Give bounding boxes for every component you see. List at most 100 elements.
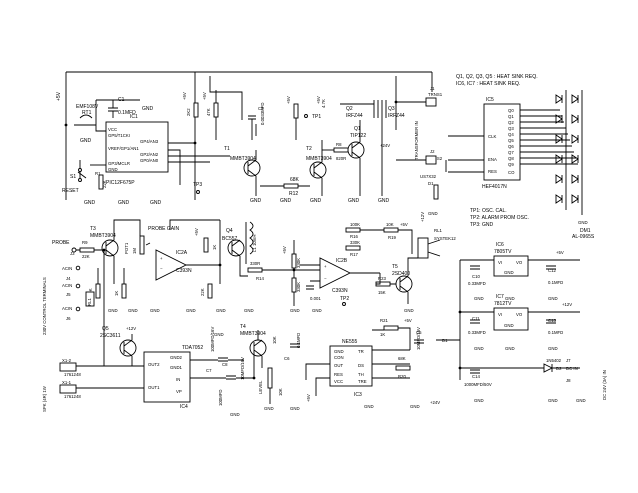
inductor-label: L1 10mH (252, 235, 257, 252)
c6-gnd: GND (290, 406, 300, 411)
gnd-b: GND (128, 308, 138, 313)
c13-label: C13 (548, 318, 556, 323)
acin-3: ACIN (62, 306, 72, 311)
ic7-gnd-b: GND (505, 346, 515, 351)
t2-gnd-2: GND (310, 198, 322, 204)
c13-value: 0.1MFD (548, 330, 563, 335)
q5-supply: +12V (126, 326, 136, 331)
note-tp1: TP1: OSC. CAL. (470, 208, 507, 214)
probe-label: PROBE (52, 240, 70, 246)
q3-gnd: GND (378, 198, 390, 204)
ic5-q1: Q1 (508, 114, 514, 119)
ic4-out1: OUT1 (148, 385, 160, 390)
acin-1: ACIN (62, 266, 72, 271)
t3-part: MMBT3904 (90, 233, 116, 239)
r5-r6-resistors: 2K2 +5V 47K +5V (182, 76, 243, 140)
c11-value: 0.33MFD (468, 330, 486, 335)
r14-value: 330R (250, 261, 260, 266)
spk-label: SPK (4R) 1W (42, 385, 47, 412)
c4-value: 0.001 (310, 296, 321, 301)
note-tp3: TP3: GND (470, 222, 493, 228)
q2-part: IRFZ44 (346, 113, 363, 119)
c9-value: 100MFD (218, 390, 223, 406)
r9-value: 22K (82, 254, 90, 259)
ic5-q9: Q9 (508, 162, 514, 167)
d1-diode: US7X32 D1 GND (420, 174, 439, 216)
ic5-label: IC5 (486, 97, 494, 103)
ic4-audio-amp: TDA7052 OUT2 GND2 GND1 OUT1 IN VP IC4 (104, 345, 203, 410)
r16-value: 330K (350, 240, 360, 245)
t5-part: 2SD400 (392, 271, 410, 277)
ic1-part: PIC12F675P (106, 180, 135, 186)
gnd-d: GND (186, 308, 196, 313)
c12-value: 0.1MFD (548, 280, 563, 285)
ic3-con: CON (334, 355, 344, 360)
dc-gnd-b: GND (548, 398, 558, 403)
ic3-gnd-2: GND (364, 404, 374, 409)
dc-gnd-c: GND (576, 398, 586, 403)
ic1-microcontroller: IC1 VCC GP5/T1CKI GP4/AN3 VREF/GP1/AN1 G… (90, 100, 230, 186)
q5-label: Q5 (102, 326, 109, 332)
led-ladder: DM1 AL-0965S GND (520, 90, 595, 240)
ic3-out: OUT (334, 363, 343, 368)
c5-value: 10MFD/16V (416, 327, 421, 350)
r11b-value: 1K (114, 291, 119, 296)
r19-supply: +5V (400, 222, 408, 227)
rl1-coil-label: RL1 (87, 298, 92, 306)
ic5-q2: Q2 (508, 120, 514, 125)
ic3-label: IC3 (354, 392, 362, 398)
reset-gnd: GND (84, 200, 96, 206)
ic2a-comparator: − + IC2A C393N (155, 219, 220, 281)
t5-gnd: GND (404, 308, 414, 313)
tp2-label: TP2 (340, 296, 349, 302)
ic3-passives: R21 1K +5V 68K R20 10MFD/16V C5 D1 +5V G… (306, 318, 448, 409)
q5-transistor: Q5 2SC3611 +12V (100, 326, 137, 357)
c1-gnd: GND (142, 106, 154, 112)
q1-supply: +24V (380, 143, 390, 148)
note-tp2: TP2: ALARM PROM OSC. (470, 215, 529, 221)
junctions (64, 100, 462, 380)
ic7-gnd: GND (504, 323, 514, 328)
q4-label: Q4 (226, 228, 233, 234)
t2-gnd: GND (280, 198, 292, 204)
c6-value: 0.1MFD (296, 333, 301, 348)
ic5-q8: Q8 (508, 156, 514, 161)
c14-label: C14 (472, 374, 480, 379)
q4-transistor: +5V 1K Q4 BC557 (194, 228, 245, 257)
r15b-value: 330K (296, 282, 301, 292)
ic1-pin-gp5: GP5/T1CKI (108, 133, 130, 138)
c10-label: C10 (472, 274, 480, 279)
ic5-decade-counter: IC5 CLK ENA RES Q0 Q1 Q2 Q3 Q4 Q5 Q6 Q7 … (448, 97, 521, 190)
pot1-value: 1M (132, 248, 137, 254)
dm1-label: DM1 (580, 228, 591, 234)
q4-part: BC557 (222, 236, 238, 242)
c1-capacitor: C1 0.1MFD GND (96, 97, 154, 118)
t2-part: MMBT3904 (306, 156, 332, 162)
t4-part: MMBT3904 (240, 331, 266, 337)
transformer-label: TRANSFORMER IN (414, 121, 419, 160)
r8-resistor: R8 820R (322, 142, 349, 161)
emf-gnd: GND (80, 138, 92, 144)
svg-text:−: − (324, 276, 327, 281)
ic7-regulator: IC7 7812TV VI VO GND +12V C11 0.33MFD C1… (460, 294, 580, 351)
pot1-probe-gain: PROBE GAIN POT1 1M (124, 226, 180, 255)
c14-value: 1000MFD/50V (464, 382, 492, 387)
ic4-gnd: GND (230, 412, 240, 417)
j6-label: J6 (66, 316, 71, 321)
ic6-part: 7805TV (494, 249, 512, 255)
r6-supply: +5V (182, 92, 187, 100)
dc-gnd-a: GND (474, 398, 484, 403)
j2-label: J2 (430, 149, 435, 154)
ic1-pin-gnd: GND (108, 167, 118, 172)
ic1-pin-gp2: GP2/AN2 (140, 152, 159, 157)
ic5-q6: Q6 (508, 144, 514, 149)
power-rail-top (65, 71, 433, 200)
d2-part: 1N5402 (546, 358, 562, 363)
ac-terminals-label: 230V CONTROL TERMINALS (42, 277, 47, 335)
c8-label: C8 (222, 362, 228, 367)
ic3-gnd: GND (334, 349, 344, 354)
r17-label: R17 (350, 252, 358, 257)
r7-value: 4.7K (321, 99, 326, 108)
pot2-value: 10K (278, 388, 283, 396)
svg-text:+: + (324, 264, 327, 269)
